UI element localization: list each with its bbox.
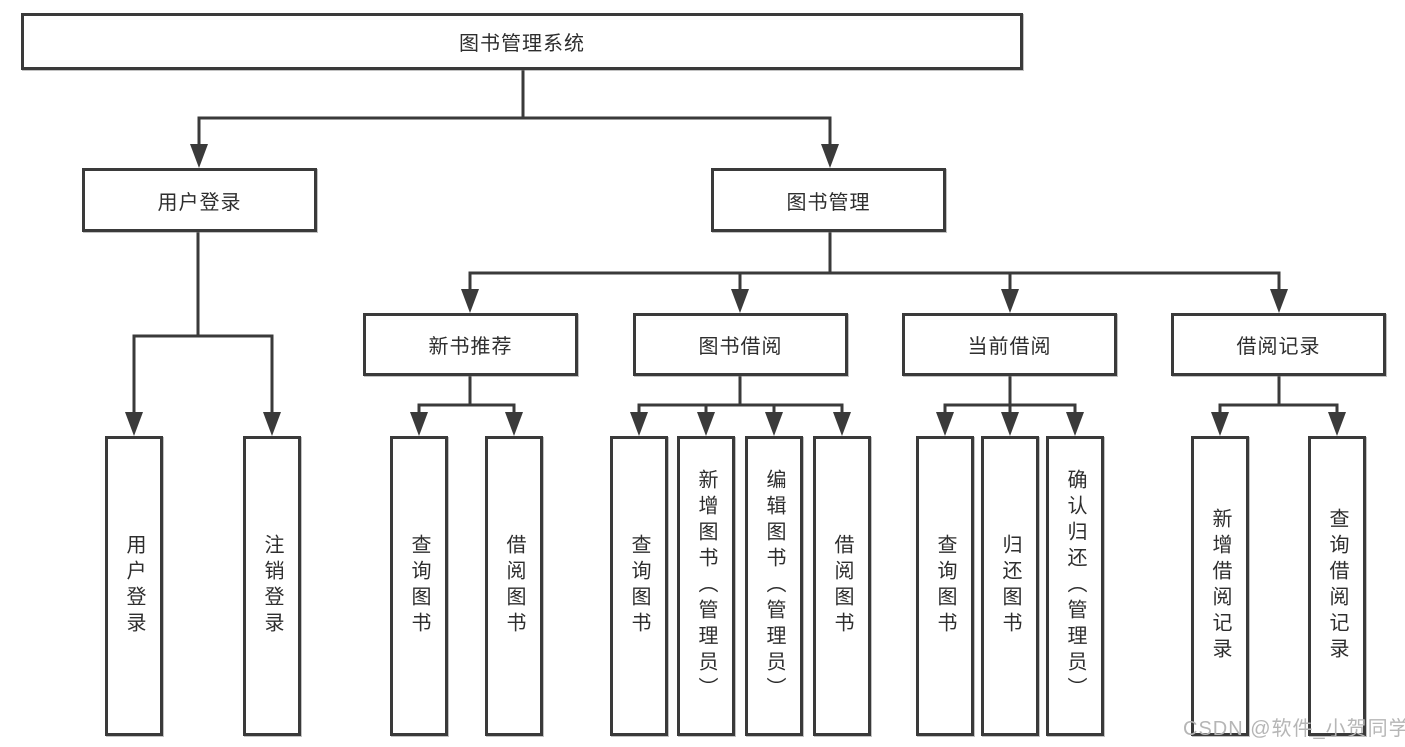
node-label: 新书推荐 bbox=[428, 336, 513, 358]
leaf-user-login: 用户登录 bbox=[105, 436, 163, 736]
node-label: 用户登录 bbox=[157, 191, 242, 214]
node-library-management-system: 图书管理系统 bbox=[21, 13, 1023, 70]
node-book-management-module: 图书管理 bbox=[711, 168, 946, 232]
node-label: 当前借阅 bbox=[967, 336, 1052, 358]
node-label: 注销登录 bbox=[261, 534, 283, 638]
leaf-add-borrow-record: 新增借阅记录 bbox=[1191, 436, 1249, 736]
node-label: 借阅图书 bbox=[831, 534, 853, 638]
node-label: 确认归还（管理员） bbox=[1064, 469, 1086, 703]
node-label: 查询图书 bbox=[408, 534, 430, 638]
leaf-query-books-borrow: 查询图书 bbox=[610, 436, 668, 736]
leaf-edit-books-admin: 编辑图书（管理员） bbox=[745, 436, 803, 736]
node-label: 借阅图书 bbox=[503, 534, 525, 638]
node-current-borrowing: 当前借阅 bbox=[902, 313, 1117, 376]
leaf-query-books-current: 查询图书 bbox=[916, 436, 974, 736]
node-label: 查询借阅记录 bbox=[1326, 508, 1348, 664]
node-label: 新增图书（管理员） bbox=[695, 469, 717, 703]
node-user-login-module: 用户登录 bbox=[82, 168, 317, 232]
node-label: 查询图书 bbox=[628, 534, 650, 638]
leaf-logout: 注销登录 bbox=[243, 436, 301, 736]
node-label: 用户登录 bbox=[123, 534, 145, 638]
node-new-book-recommendation: 新书推荐 bbox=[363, 313, 578, 376]
node-label: 编辑图书（管理员） bbox=[763, 469, 785, 703]
leaf-borrow-books: 借阅图书 bbox=[813, 436, 871, 736]
leaf-query-books-recommend: 查询图书 bbox=[390, 436, 448, 736]
node-label: 归还图书 bbox=[999, 534, 1021, 638]
node-label: 图书借阅 bbox=[698, 336, 783, 358]
leaf-return-books: 归还图书 bbox=[981, 436, 1039, 736]
csdn-watermark: CSDN @软件_小贺同学 bbox=[1183, 718, 1405, 740]
leaf-borrow-books-recommend: 借阅图书 bbox=[485, 436, 543, 736]
node-label: 图书管理 bbox=[786, 191, 871, 214]
node-book-borrowing: 图书借阅 bbox=[633, 313, 848, 376]
leaf-confirm-return-admin: 确认归还（管理员） bbox=[1046, 436, 1104, 736]
leaf-query-borrow-record: 查询借阅记录 bbox=[1308, 436, 1366, 736]
leaf-add-books-admin: 新增图书（管理员） bbox=[677, 436, 735, 736]
node-label: 新增借阅记录 bbox=[1209, 508, 1231, 664]
node-label: 借阅记录 bbox=[1236, 336, 1321, 358]
node-label: 图书管理系统 bbox=[459, 33, 585, 55]
node-borrowing-records: 借阅记录 bbox=[1171, 313, 1386, 376]
arrowhead-icons bbox=[125, 144, 1346, 436]
node-label: 查询图书 bbox=[934, 534, 956, 638]
